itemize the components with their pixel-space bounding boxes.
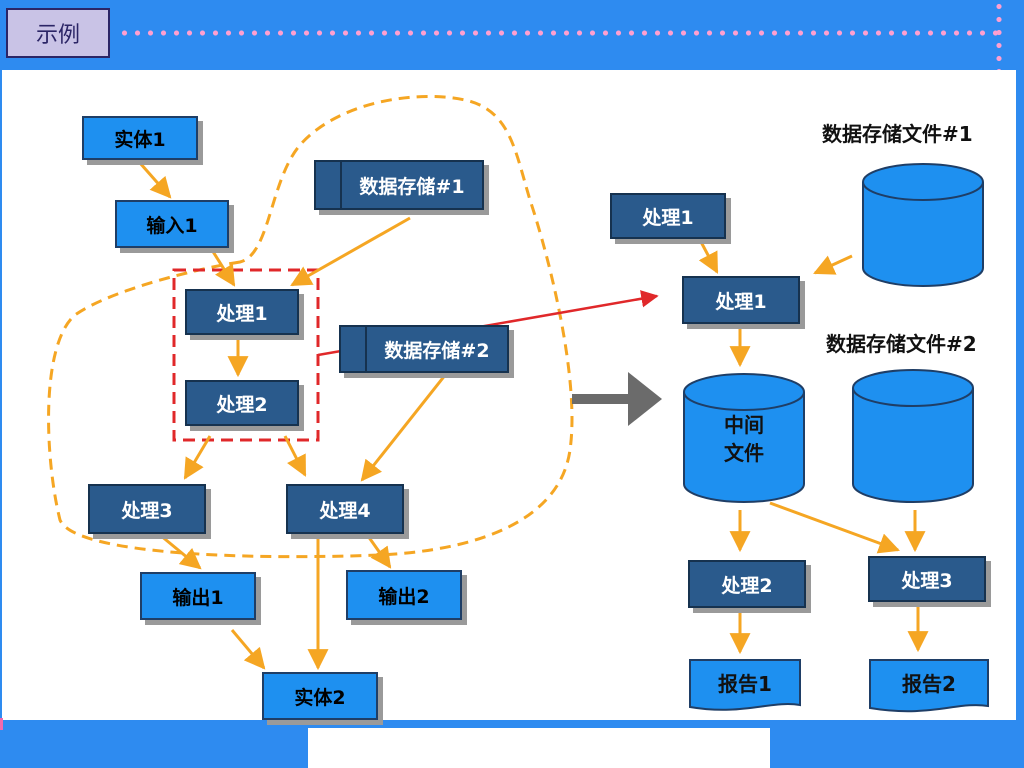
left-pink-marker	[0, 718, 3, 730]
arrow-process3-output1	[159, 533, 202, 570]
arrow-output1-entity2	[230, 629, 266, 670]
bottom-caption-area	[308, 728, 770, 768]
arrow-file1-processB	[813, 254, 853, 275]
datastore1-box: 数据存储#1	[314, 160, 484, 210]
report2-label: 报告2	[902, 672, 956, 696]
right-process1a-box: 处理1	[610, 193, 726, 239]
arrow-process2-process4	[283, 435, 307, 477]
midfile-label: 中间 文件	[704, 411, 784, 467]
header-dotted-line-vertical	[996, 0, 1002, 70]
right-border	[1016, 70, 1024, 768]
right-process2-box: 处理2	[688, 560, 806, 608]
arrow-process4-output2	[366, 535, 392, 569]
right-process1b-box: 处理1	[682, 276, 800, 324]
datastore-file2-label: 数据存储文件#2	[826, 332, 977, 356]
report1-label: 报告1	[718, 672, 772, 696]
right-process3-box: 处理3	[868, 556, 986, 602]
input1-box: 输入1	[115, 200, 229, 248]
process4-box: 处理4	[286, 484, 404, 534]
report1-shape	[689, 659, 801, 711]
midfile-label-line1: 中间	[724, 413, 764, 437]
slide-tag: 示例	[6, 8, 110, 58]
midfile-label-line2: 文件	[724, 441, 764, 465]
cylinder-midfile	[683, 373, 805, 503]
arrow-input1-process1	[210, 249, 236, 287]
arrow-midfile-process3	[769, 501, 900, 554]
transform-arrow	[572, 372, 662, 426]
output1-box: 输出1	[140, 572, 256, 620]
arrow-entity1-input1	[138, 162, 172, 199]
report2-shape	[869, 659, 989, 713]
entity2-box: 实体2	[262, 672, 378, 720]
grouping-outline	[47, 94, 574, 559]
process1-box: 处理1	[185, 289, 299, 335]
entity1-box: 实体1	[82, 116, 198, 160]
arrow-store1-process1	[290, 216, 411, 287]
datastore2-box: 数据存储#2	[339, 325, 509, 373]
datastore-file1-label: 数据存储文件#1	[822, 122, 973, 146]
cylinder-file1	[862, 163, 984, 287]
process2-box: 处理2	[185, 380, 299, 426]
header-dotted-line	[118, 30, 998, 36]
arrow-store2-process4	[360, 373, 448, 482]
arrow-processA-processB	[698, 239, 719, 274]
output2-box: 输出2	[346, 570, 462, 620]
arrow-process2-process3	[183, 435, 212, 480]
left-border	[0, 70, 2, 768]
process3-box: 处理3	[88, 484, 206, 534]
cylinder-file2	[852, 369, 974, 503]
